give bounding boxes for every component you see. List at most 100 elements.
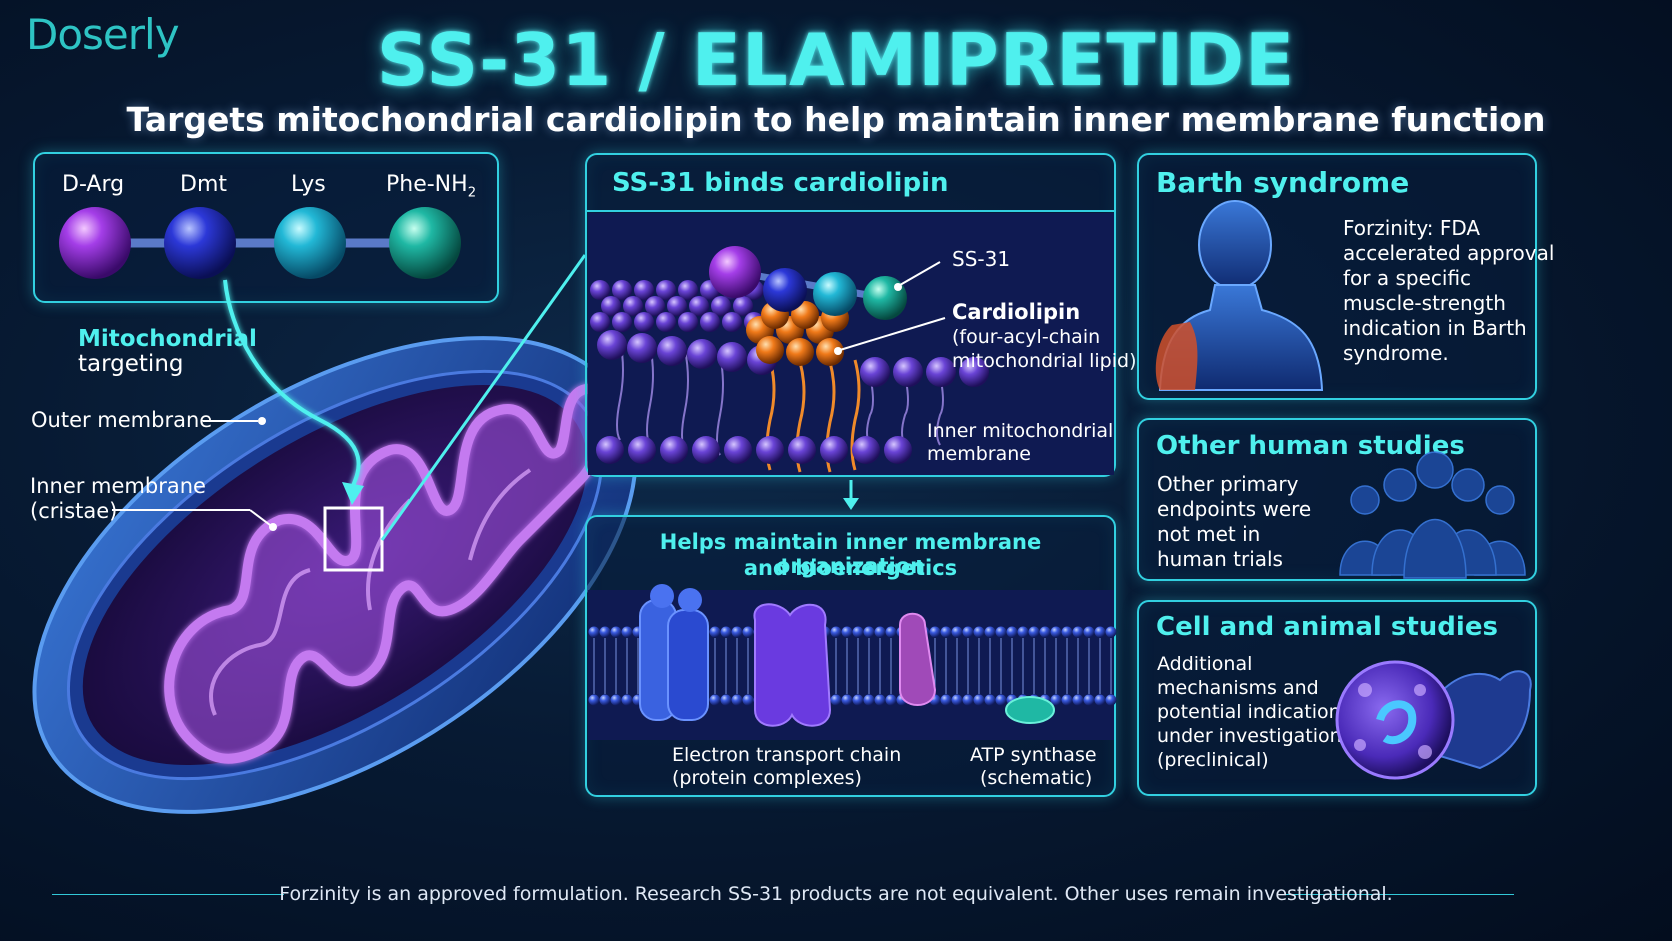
inner-mito-membrane-label: Inner mitochondrial <box>927 420 1114 442</box>
lipid-head <box>724 436 752 464</box>
footer-rule-right <box>1282 894 1514 895</box>
lipid-head <box>645 296 665 316</box>
bilayer-lipid-head <box>1105 694 1117 706</box>
bilayer-lipid-head <box>1083 694 1095 706</box>
lipid-head <box>893 357 923 387</box>
bilayer-lipid-head <box>1028 626 1040 638</box>
bilayer-lipid-head <box>599 626 611 638</box>
bilayer-lipid-head <box>720 694 732 706</box>
mito-targeting-label: Mitochondrial <box>78 326 257 352</box>
lipid-head <box>612 280 632 300</box>
cardiolipin-desc-1: (four-acyl-chain <box>952 326 1101 348</box>
lipid-head <box>687 339 717 369</box>
atp-label-1: ATP synthase <box>970 744 1097 766</box>
etc-complex-2 <box>753 603 832 727</box>
bilayer-lipid-head <box>1072 694 1084 706</box>
bilayer-lipid-head <box>973 694 985 706</box>
lipid-head <box>733 296 753 316</box>
etc-label-2: (protein complexes) <box>672 767 862 789</box>
bilayer-lipid-head <box>830 626 842 638</box>
bilayer-lipid-head <box>588 626 600 638</box>
bilayer-lipid-head <box>1083 626 1095 638</box>
bilayer-lipid-head <box>973 626 985 638</box>
bilayer-lipid-head <box>1050 626 1062 638</box>
human-studies-title: Other human studies <box>1156 431 1465 461</box>
bilayer-lipid-head <box>995 626 1007 638</box>
cardiolipin-head <box>791 301 819 329</box>
bilayer-lipid-head <box>841 626 853 638</box>
bilayer-lipid-head <box>852 626 864 638</box>
bilayer-lipid-head <box>951 626 963 638</box>
lipid-head <box>860 357 890 387</box>
lipid-head <box>852 436 880 464</box>
lipid-head <box>667 296 687 316</box>
footer-rule-left <box>52 894 284 895</box>
lipid-head <box>590 312 610 332</box>
lipid-head <box>596 436 624 464</box>
bilayer-lipid-head <box>1094 626 1106 638</box>
lipid-head <box>627 333 657 363</box>
lipid-head <box>689 296 709 316</box>
bilayer-lipid-head <box>1061 694 1073 706</box>
bilayer-lipid-head <box>610 626 622 638</box>
lipid-head <box>884 436 912 464</box>
bioenergetics-title-2: and bioenergetics <box>743 556 958 580</box>
bilayer-lipid-head <box>1105 626 1117 638</box>
bilayer-lipid-head <box>841 694 853 706</box>
cardiolipin-head <box>816 338 844 366</box>
lipid-head <box>597 330 627 360</box>
bilayer-lipid-head <box>885 694 897 706</box>
bilayer-lipid-head <box>852 694 864 706</box>
cardiolipin-head <box>756 336 784 364</box>
lipid-head <box>678 312 698 332</box>
bilayer-lipid-head <box>951 694 963 706</box>
bilayer-lipid-head <box>599 694 611 706</box>
residue-label-lys: Lys <box>291 172 326 197</box>
lipid-head <box>756 436 784 464</box>
lipid-head <box>656 280 676 300</box>
brand-logo: Doserly <box>26 10 180 59</box>
barth-text: Forzinity: FDA accelerated approval for … <box>1343 216 1555 365</box>
bilayer-lipid-head <box>731 626 743 638</box>
cardiolipin-head <box>786 338 814 366</box>
cardiolipin-label: Cardiolipin <box>952 300 1081 324</box>
bilayer-lipid-head <box>1072 626 1084 638</box>
bilayer-lipid-head <box>863 694 875 706</box>
lipid-head <box>692 436 720 464</box>
residue-label-dmt: Dmt <box>180 172 227 197</box>
residue-label-phe: Phe-NH2 <box>386 172 477 201</box>
bilayer-lipid-head <box>874 626 886 638</box>
lipid-head <box>634 280 654 300</box>
mito-targeting-label-2: targeting <box>78 351 184 377</box>
animal-studies-title: Cell and animal studies <box>1156 612 1498 642</box>
bilayer-lipid-head <box>731 694 743 706</box>
barth-title: Barth syndrome <box>1156 166 1410 199</box>
bilayer-lipid-head <box>984 626 996 638</box>
bilayer-lipid-head <box>720 626 732 638</box>
lipid-head <box>722 312 742 332</box>
ss31-label: SS-31 <box>952 247 1011 271</box>
lipid-head <box>612 312 632 332</box>
bilayer-lipid-head <box>1094 694 1106 706</box>
lipid-head <box>623 296 643 316</box>
human-studies-text: Other primary endpoints were not met in … <box>1157 472 1312 571</box>
cardiolipin-desc-2: mitochondrial lipid) <box>952 350 1137 372</box>
bilayer-lipid-head <box>1006 626 1018 638</box>
lipid-head <box>634 312 654 332</box>
page-subtitle: Targets mitochondrial cardiolipin to hel… <box>126 100 1546 139</box>
bilayer-lipid-head <box>1050 694 1062 706</box>
bilayer-lipid-head <box>863 626 875 638</box>
etc-complex-1 <box>639 584 709 721</box>
lipid-head <box>711 296 731 316</box>
bilayer-lipid-head <box>1017 626 1029 638</box>
bilayer-lipid-head <box>984 694 996 706</box>
bilayer-lipid-head <box>962 626 974 638</box>
footer-disclaimer: Forzinity is an approved formulation. Re… <box>279 883 1393 905</box>
